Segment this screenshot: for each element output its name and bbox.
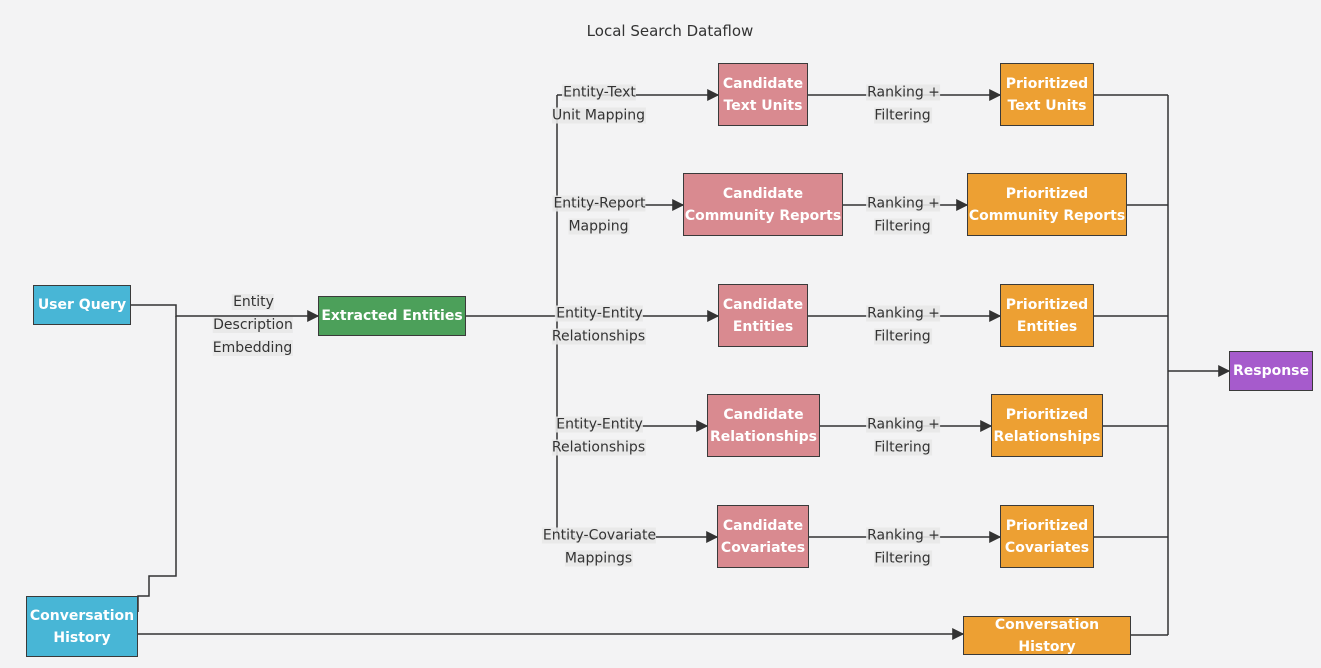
response-node[interactable]: Response xyxy=(1229,351,1313,391)
edge-label-entity-relationships-1-text: Entity-Entity Relationships xyxy=(551,305,647,345)
edge-label-report-mapping-text: Entity-Report Mapping xyxy=(552,195,646,235)
candidate-relationships-label: Candidate Relationships xyxy=(709,406,818,445)
edge-label-ranking-2: Ranking + Filtering xyxy=(866,170,940,239)
edge-label-ranking-1: Ranking + Filtering xyxy=(866,59,940,128)
candidate-covariates-label: Candidate Covariates xyxy=(720,517,806,556)
edge-label-ranking-4-text: Ranking + Filtering xyxy=(866,416,940,456)
user-query-node[interactable]: User Query xyxy=(33,285,131,325)
edge-label-report-mapping: Entity-Report Mapping xyxy=(552,170,646,239)
prioritized-covariates-label: Prioritized Covariates xyxy=(1004,517,1090,556)
edge-user-query xyxy=(131,304,320,322)
edge-label-ranking-3: Ranking + Filtering xyxy=(866,280,940,349)
edge-label-entity-relationships-2: Entity-Entity Relationships xyxy=(551,391,647,460)
edge-label-entity-relationships-1: Entity-Entity Relationships xyxy=(551,280,647,349)
edge-label-ranking-5-text: Ranking + Filtering xyxy=(866,527,940,567)
prioritized-text-units-label: Prioritized Text Units xyxy=(1005,75,1089,114)
edge-label-ranking-2-text: Ranking + Filtering xyxy=(866,195,940,235)
prioritized-community-reports-label: Prioritized Community Reports xyxy=(968,185,1126,224)
extracted-entities-node[interactable]: Extracted Entities xyxy=(318,296,466,336)
edge-label-ranking-1-text: Ranking + Filtering xyxy=(866,84,940,124)
candidate-covariates-node[interactable]: Candidate Covariates xyxy=(717,505,809,568)
prioritized-entities-node[interactable]: Prioritized Entities xyxy=(1000,284,1094,347)
edge-label-embedding-text: Entity Description Embedding xyxy=(212,294,294,356)
prioritized-entities-label: Prioritized Entities xyxy=(1005,296,1089,335)
conversation-history-input-node[interactable]: Conversation History xyxy=(26,596,138,657)
conversation-history-output-label: Conversation History xyxy=(994,616,1100,655)
diagram-title: Local Search Dataflow xyxy=(586,22,754,40)
candidate-relationships-node[interactable]: Candidate Relationships xyxy=(707,394,820,457)
edge-label-ranking-3-text: Ranking + Filtering xyxy=(866,305,940,345)
edge-label-ranking-4: Ranking + Filtering xyxy=(866,391,940,460)
edge-label-text-unit-mapping: Entity-Text Unit Mapping xyxy=(551,59,647,128)
candidate-text-units-label: Candidate Text Units xyxy=(722,75,804,114)
candidate-text-units-node[interactable]: Candidate Text Units xyxy=(718,63,808,126)
edge-label-embedding: Entity Description Embedding xyxy=(212,268,294,360)
conversation-history-input-label: Conversation History xyxy=(29,607,135,646)
edge-label-covariate-mappings: Entity-Covariate Mappings xyxy=(541,502,657,571)
prioritized-relationships-node[interactable]: Prioritized Relationships xyxy=(991,394,1103,457)
edge-label-covariate-mappings-text: Entity-Covariate Mappings xyxy=(541,527,657,567)
prioritized-relationships-label: Prioritized Relationships xyxy=(993,406,1101,445)
response-label: Response xyxy=(1232,363,1310,379)
prioritized-covariates-node[interactable]: Prioritized Covariates xyxy=(1000,505,1094,568)
candidate-entities-node[interactable]: Candidate Entities xyxy=(718,284,808,347)
user-query-label: User Query xyxy=(37,297,127,313)
candidate-entities-label: Candidate Entities xyxy=(722,296,804,335)
edge-label-entity-relationships-2-text: Entity-Entity Relationships xyxy=(551,416,647,456)
extracted-entities-label: Extracted Entities xyxy=(321,308,463,324)
prioritized-community-reports-node[interactable]: Prioritized Community Reports xyxy=(967,173,1127,236)
candidate-community-reports-node[interactable]: Candidate Community Reports xyxy=(683,173,843,236)
edge-label-ranking-5: Ranking + Filtering xyxy=(866,502,940,571)
edge-label-text-unit-mapping-text: Entity-Text Unit Mapping xyxy=(551,84,647,124)
edge-conversation-history-merge xyxy=(137,316,177,612)
prioritized-text-units-node[interactable]: Prioritized Text Units xyxy=(1000,63,1094,126)
candidate-community-reports-label: Candidate Community Reports xyxy=(684,185,842,224)
conversation-history-output-node[interactable]: Conversation History xyxy=(963,616,1131,655)
